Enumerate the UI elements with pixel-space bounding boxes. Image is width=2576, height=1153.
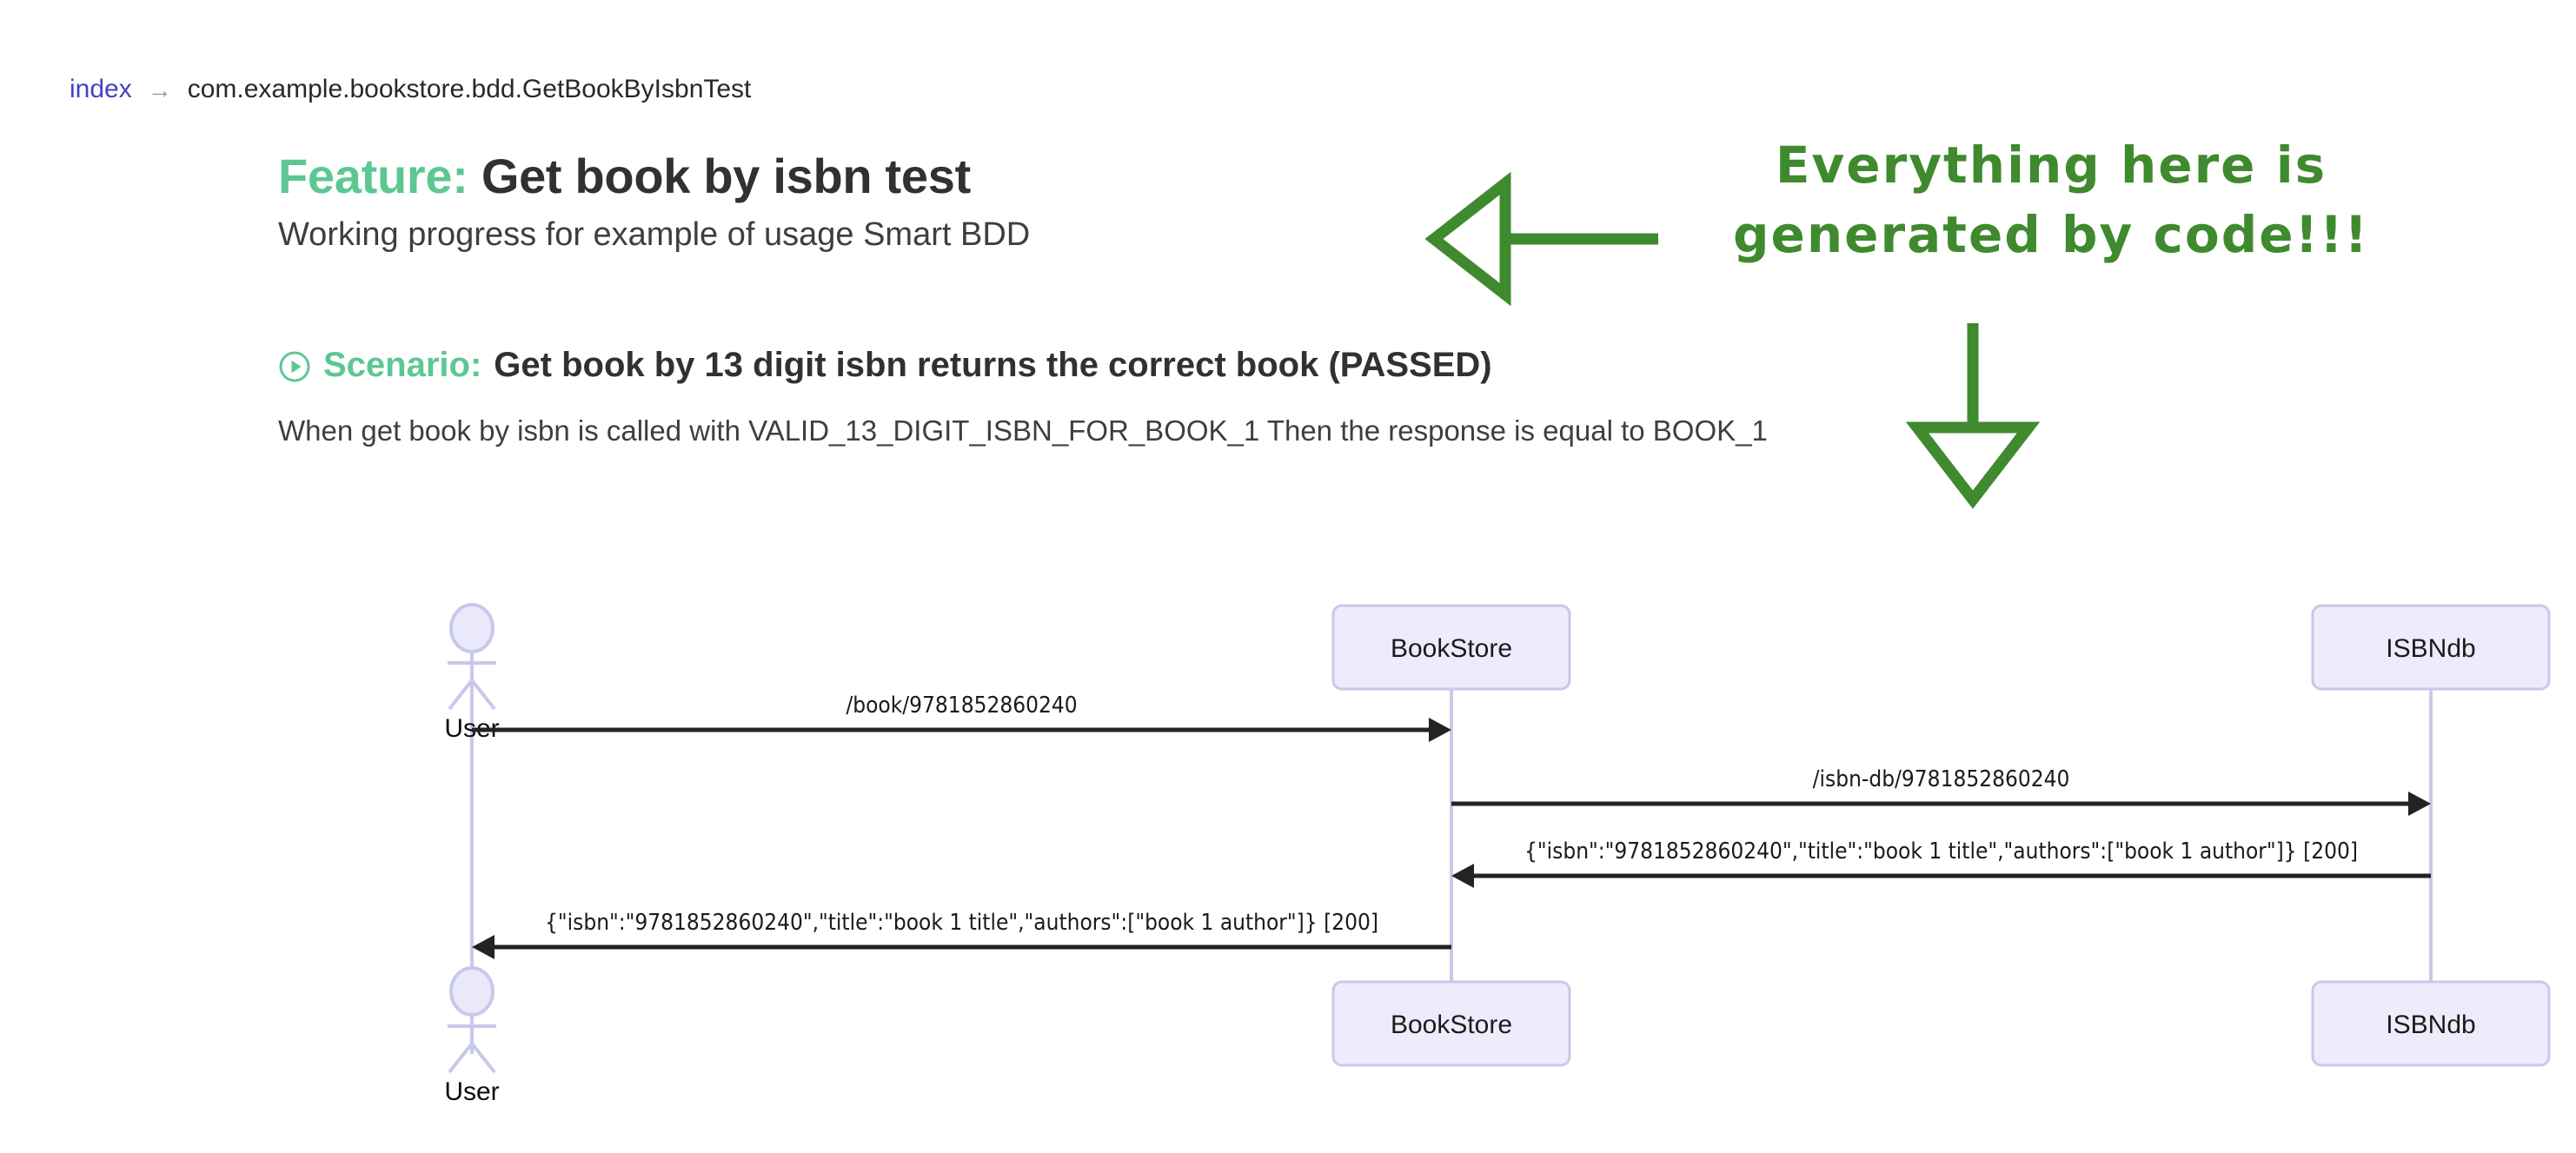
actor-head [449,603,495,653]
play-circle-icon [278,350,311,383]
scenario-steps: When get book by isbn is called with VAL… [278,414,1768,447]
feature-keyword: Feature: [278,149,468,203]
message-label: {"isbn":"9781852860240","title":"book 1 … [545,910,1378,936]
message-2: /isbn-db/9781852860240 [1451,766,2431,816]
scenario-block: Scenario: Get book by 13 digit isbn retu… [278,346,1768,453]
feature-title: Get book by isbn test [481,149,971,203]
participant-label: ISBNdb [2386,1011,2475,1039]
feature-subtitle: Working progress for example of usage Sm… [278,216,1031,254]
scenario-title: Get book by 13 digit isbn returns the co… [494,346,1492,384]
participant-box [1331,604,1571,691]
participant-label: ISBNdb [2386,634,2475,663]
breadcrumb: index → com.example.bookstore.bdd.GetBoo… [70,76,751,103]
message-4: {"isbn":"9781852860240","title":"book 1 … [472,910,1451,959]
participant-bookstore: BookStore [1331,980,1571,1067]
message-3: {"isbn":"9781852860240","title":"book 1 … [1451,838,2431,888]
participant-isbndb: ISBNdb [2311,980,2551,1067]
message-label: /isbn-db/9781852860240 [1813,766,2070,792]
participant-box [2311,604,2551,691]
feature-block: Feature: Get book by isbn test Working p… [278,148,1030,255]
annotation-text: Everything here is generated by code!!! [1733,136,2369,265]
scenario-keyword: Scenario: [323,346,482,384]
actor-leg-left [448,1042,474,1074]
scenario-heading: Scenario: Get book by 13 digit isbn retu… [278,346,1768,384]
message-label: /book/9781852860240 [846,692,1077,719]
participant-isbndb: ISBNdb [2311,604,2551,691]
participant-label: BookStore [1391,1011,1512,1039]
breadcrumb-link-index[interactable]: index [70,75,132,103]
actor-head [449,966,495,1017]
participant-label: BookStore [1391,634,1512,663]
message-arrowhead [1429,718,1451,742]
participant-box [2311,980,2551,1067]
arrow-left-outline-icon [1424,169,1669,317]
actor-leg-right [470,1042,496,1074]
participant-box [1331,980,1571,1067]
actor-user: User [444,603,500,743]
message-arrowhead [2408,792,2431,816]
message-arrowhead [1451,864,1474,888]
feature-heading: Feature: Get book by isbn test [278,148,1030,205]
actor-leg-left [448,679,474,711]
arrow-right-icon: → [147,76,172,103]
actor-user: User [444,966,500,1106]
message-arrowhead [472,935,495,959]
message-1: /book/9781852860240 [472,692,1451,742]
breadcrumb-current: com.example.bookstore.bdd.GetBookByIsbnT… [187,75,752,103]
message-label: {"isbn":"9781852860240","title":"book 1 … [1524,838,2358,865]
arrow-down-outline-icon [1886,313,2060,513]
participant-bookstore: BookStore [1331,604,1571,691]
actor-leg-right [470,679,496,711]
actor-label: User [444,1077,499,1106]
